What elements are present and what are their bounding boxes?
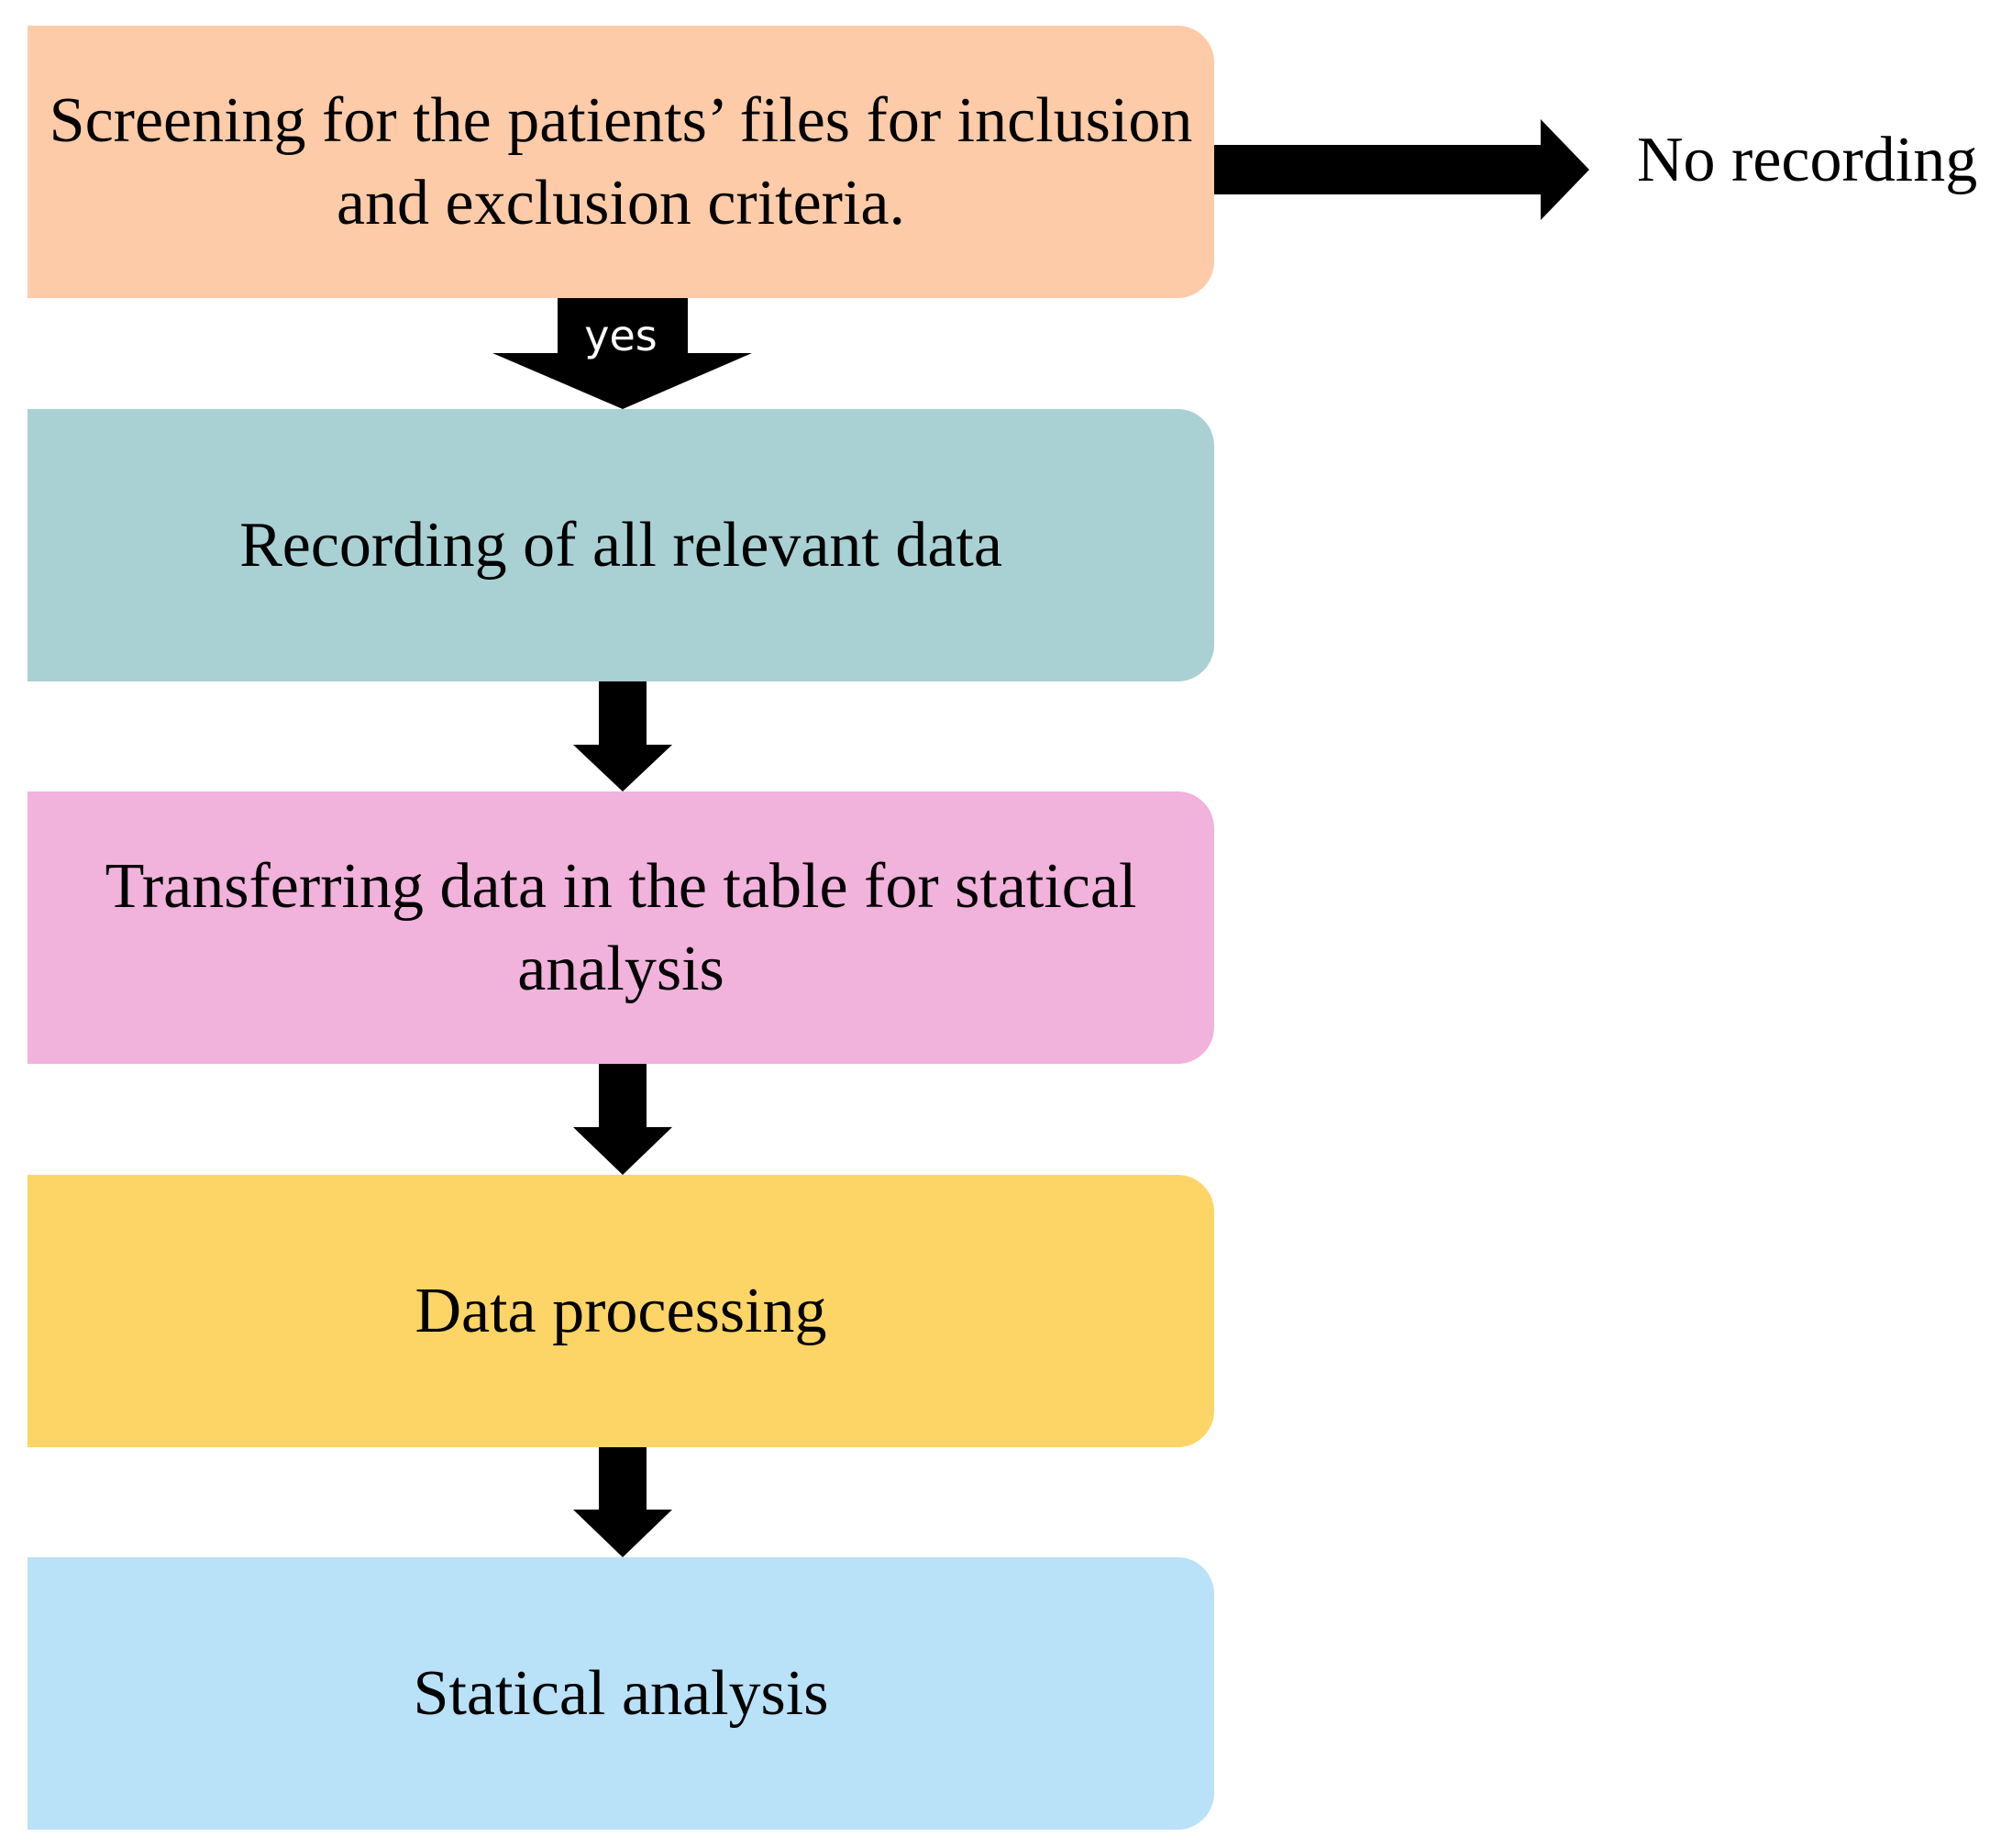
step-recording-box: Recording of all relevant data xyxy=(28,409,1214,681)
arrow-right-no xyxy=(1214,119,1589,220)
arrow-down-2 xyxy=(573,1064,672,1175)
arrow-down-1 xyxy=(573,681,672,791)
arrow-down-3 xyxy=(573,1447,672,1557)
step-screening-text: Screening for the patients’ files for in… xyxy=(49,84,1193,238)
step-recording-text: Recording of all relevant data xyxy=(239,509,1002,581)
step-analysis-text: Statical analysis xyxy=(413,1657,829,1729)
step-analysis-box: Statical analysis xyxy=(28,1557,1214,1830)
no-recording-label: No recording xyxy=(1637,125,1978,195)
step-transferring-box: Transferring data in the table for stati… xyxy=(28,791,1214,1064)
step-screening-box: Screening for the patients’ files for in… xyxy=(28,26,1214,298)
arrow-down-yes xyxy=(492,297,752,409)
step-processing-box: Data processing xyxy=(28,1175,1214,1447)
step-transferring-text: Transferring data in the table for stati… xyxy=(105,850,1137,1004)
yes-label: yes xyxy=(584,311,658,360)
step-processing-text: Data processing xyxy=(415,1275,827,1346)
